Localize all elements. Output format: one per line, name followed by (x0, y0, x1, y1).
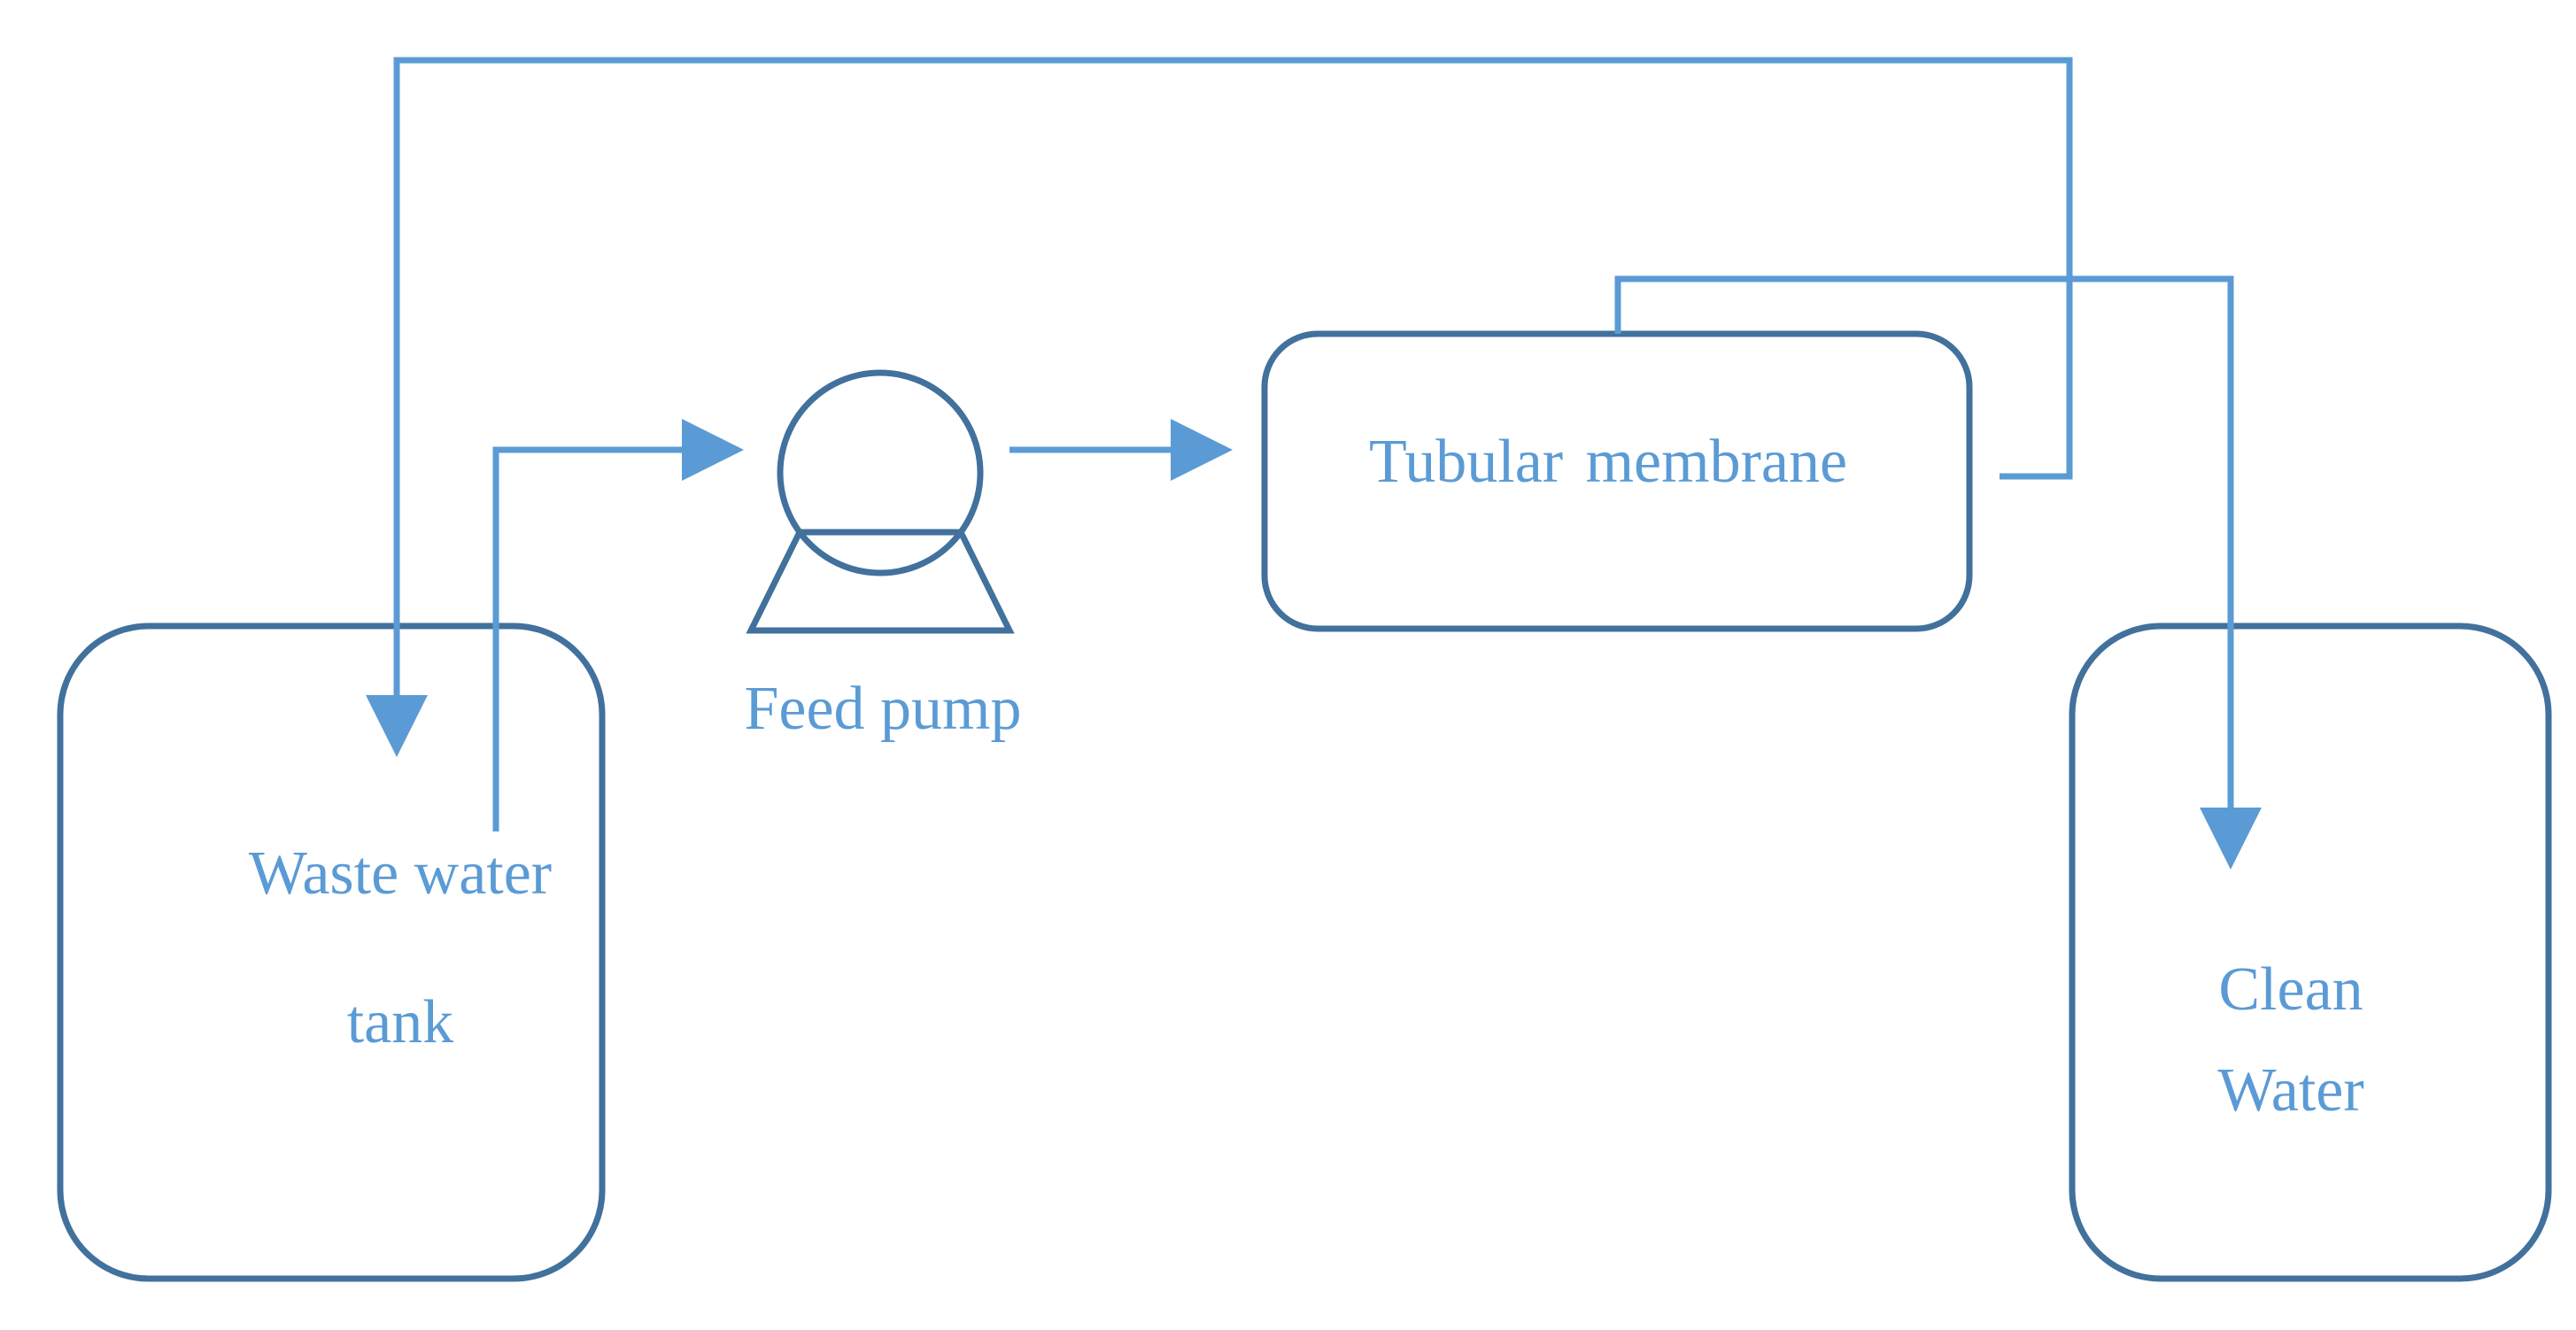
pump-body (777, 369, 984, 576)
permeate-to-clean-line (1614, 275, 2262, 870)
membrane-label: Tubular membrane (1369, 428, 1847, 496)
recirculation-line (366, 57, 2073, 757)
membrane-label-part2: membrane (1586, 428, 1847, 496)
pump-base (746, 529, 1015, 634)
membrane-label-part1: Tubular (1369, 428, 1563, 496)
clean-water-label-line2: Water (2217, 1056, 2363, 1125)
clean-water-label-line1: Clean (2218, 955, 2363, 1024)
waste-tank-label-line1: Waste water (249, 839, 552, 908)
tank-to-pump-line (492, 419, 744, 831)
clean-water-tank (2069, 622, 2552, 1282)
feed-pump-label: Feed pump (744, 675, 1021, 743)
waste-tank-label-line2: tank (347, 988, 454, 1056)
waste-water-tank (57, 622, 606, 1282)
pump-icon (746, 369, 1015, 634)
